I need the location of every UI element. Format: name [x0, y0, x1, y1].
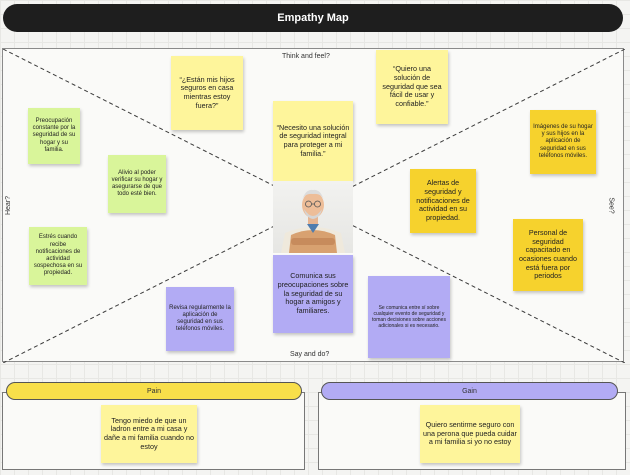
hear-label: Hear?	[5, 195, 13, 216]
note-text: Estrés cuando recibe notificaciones de a…	[33, 234, 83, 277]
note-text: Personal de seguridad capacitado en ocas…	[519, 228, 577, 281]
sticky-note[interactable]: Revisa regularmente la aplicación de seg…	[166, 287, 234, 351]
note-text: Alivio al poder verificar su hogar y ase…	[111, 169, 163, 198]
note-text: Preocupación constante por la seguridad …	[32, 118, 76, 153]
note-text: Imágenes de su hogar y sus hijos en la a…	[533, 124, 593, 159]
sticky-note[interactable]: Personal de seguridad capacitado en ocas…	[513, 219, 583, 291]
note-text: Tengo miedo de que un ladron entre a mi …	[104, 415, 194, 451]
map-title: Empathy Map	[277, 12, 349, 24]
sticky-note[interactable]: Se comunica entre sí sobre cualquier eve…	[368, 276, 450, 358]
pain-label: Pain	[146, 387, 161, 395]
note-text: Revisa regularmente la aplicación de seg…	[169, 304, 231, 333]
say-do-label: Say and do?	[290, 351, 330, 358]
title-bar: Empathy Map	[3, 4, 623, 32]
sticky-note[interactable]: Alivio al poder verificar su hogar y ase…	[108, 155, 166, 213]
gain-label: Gain	[462, 387, 477, 395]
sticky-note[interactable]: Imágenes de su hogar y sus hijos en la a…	[530, 110, 596, 174]
sticky-note[interactable]: Alertas de seguridad y notificaciones de…	[410, 169, 476, 233]
sticky-note[interactable]: Estrés cuando recibe notificaciones de a…	[29, 227, 87, 285]
think-feel-label: Think and feel?	[282, 53, 330, 60]
note-text: Comunica sus preocupaciones sobre la seg…	[277, 271, 349, 315]
note-text: “Necesito una solución de seguridad inte…	[276, 122, 350, 158]
pain-header: Pain	[6, 382, 302, 400]
note-text: “Quiero una solución de seguridad que se…	[382, 64, 442, 108]
sticky-note[interactable]: Tengo miedo de que un ladron entre a mi …	[101, 405, 197, 463]
persona-illustration	[281, 189, 345, 253]
note-text: Se comunica entre sí sobre cualquier eve…	[372, 305, 446, 329]
sticky-note[interactable]: “Quiero una solución de seguridad que se…	[376, 50, 448, 124]
sticky-note[interactable]: Preocupación constante por la seguridad …	[28, 108, 80, 164]
sticky-note[interactable]: “Necesito una solución de seguridad inte…	[273, 101, 353, 181]
sticky-note[interactable]: Comunica sus preocupaciones sobre la seg…	[273, 255, 353, 333]
sticky-note[interactable]: Quiero sentirme seguro con una perona qu…	[420, 405, 520, 463]
sticky-note[interactable]: “¿Están mis hijos seguros en casa mientr…	[171, 56, 243, 130]
persona-photo	[273, 181, 353, 253]
note-text: Alertas de seguridad y notificaciones de…	[416, 178, 470, 222]
gain-header: Gain	[321, 382, 618, 400]
note-text: Quiero sentirme seguro con una perona qu…	[423, 420, 517, 447]
see-label: See?	[607, 197, 615, 214]
note-text: “¿Están mis hijos seguros en casa mientr…	[179, 74, 235, 110]
